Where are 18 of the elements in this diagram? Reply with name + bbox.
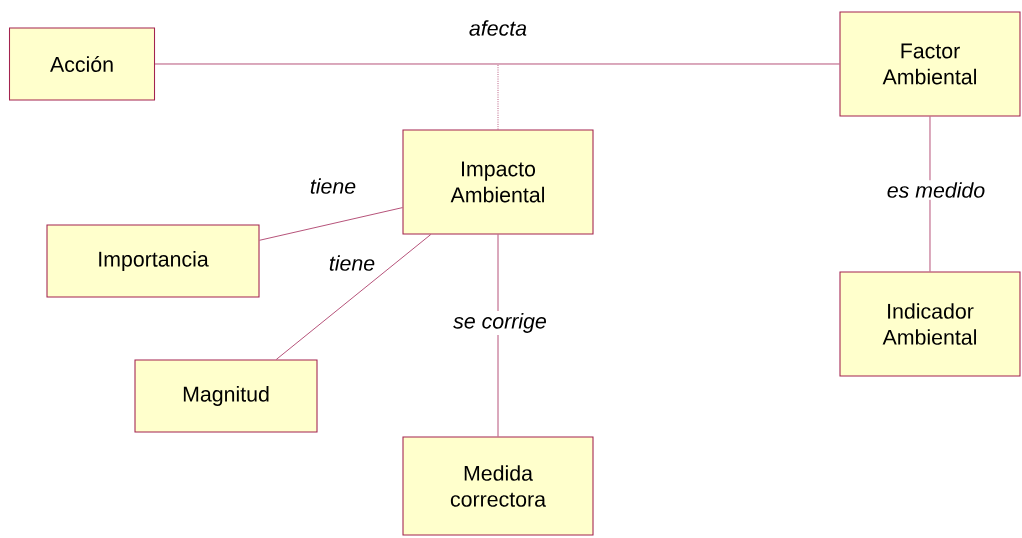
association-line [259,207,403,241]
association-line [497,234,499,437]
class-box: Magnitud [134,359,318,433]
edge-label: es medido [884,180,988,200]
class-box: Indicador Ambiental [839,271,1021,377]
association-line [275,234,432,360]
association-line [154,63,840,65]
class-box: Factor Ambiental [839,11,1021,117]
class-box: Importancia [46,224,260,298]
class-box: Impacto Ambiental [402,129,594,235]
class-box: Acción [8,27,156,101]
edge-label: tiene [307,176,359,196]
association-line [497,64,499,130]
edge-label: afecta [466,18,530,38]
edge-label: se corrige [451,311,549,335]
association-line [929,116,931,272]
class-box: Medida correctora [402,436,594,536]
edge-label: tiene [326,253,378,273]
